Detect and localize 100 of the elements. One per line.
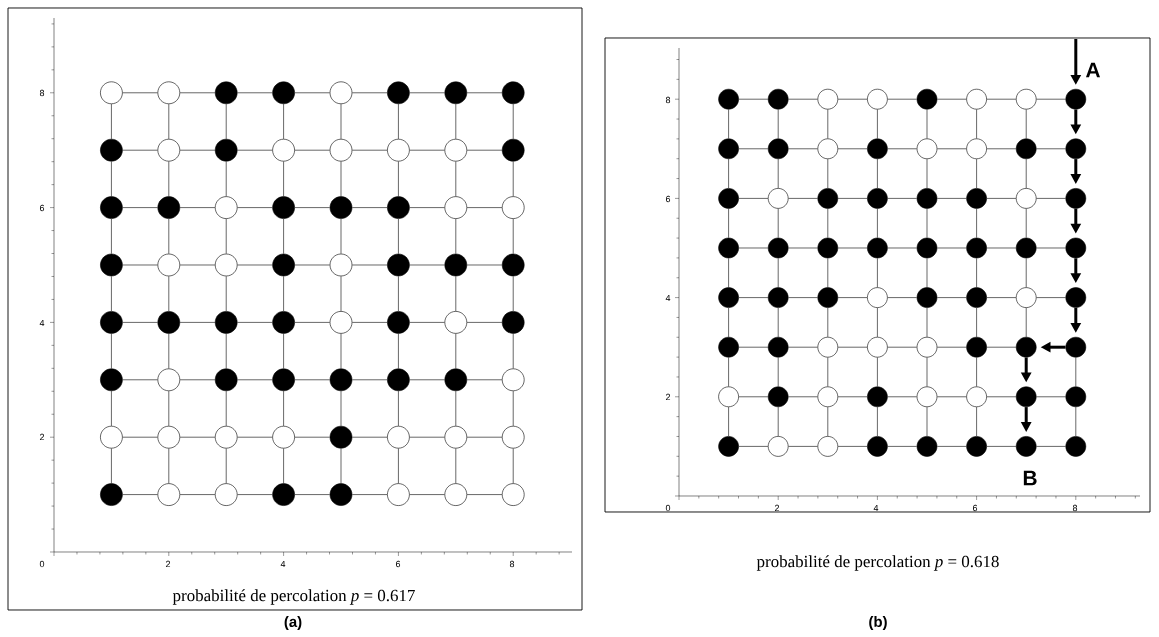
lattice-line [1036, 98, 1066, 100]
lattice-line [122, 264, 158, 266]
lattice-line [237, 207, 273, 208]
filled-site [718, 188, 739, 209]
filled-site [157, 311, 181, 334]
lattice-line [225, 333, 227, 369]
filled-site [444, 81, 468, 105]
lattice-line [877, 307, 878, 338]
filled-site [157, 196, 181, 219]
lattice-line [283, 103, 284, 140]
lattice-line [1036, 446, 1066, 447]
filled-site [214, 81, 238, 105]
open-site [916, 138, 938, 160]
lattice-line [398, 218, 399, 254]
lattice-line [111, 218, 112, 254]
lattice-line [352, 379, 388, 381]
open-site [329, 138, 353, 162]
lattice-line [237, 436, 273, 438]
lattice-line [352, 264, 388, 266]
lattice-line [398, 276, 399, 312]
open-site [157, 425, 181, 449]
lattice-line [937, 446, 967, 447]
open-site [767, 436, 789, 457]
tick-label: 4 [280, 560, 286, 568]
lattice-line [877, 406, 878, 437]
lattice-line [512, 161, 514, 197]
open-site [157, 81, 181, 105]
lattice-line [877, 109, 878, 139]
filled-site [767, 237, 789, 259]
lattice-line [937, 198, 967, 199]
lattice-line [1075, 406, 1077, 437]
lattice-line [827, 109, 829, 139]
tick-label: 0 [39, 560, 45, 568]
lattice-line [409, 149, 445, 151]
filled-site [214, 138, 238, 162]
lattice-line [179, 149, 216, 151]
lattice-line [294, 322, 330, 323]
filled-site [916, 88, 938, 110]
open-site [272, 425, 295, 449]
lattice-line [294, 436, 330, 438]
lattice-line [788, 297, 818, 298]
lattice-line [926, 357, 928, 387]
lattice-line [111, 161, 112, 197]
filled-site [501, 253, 525, 277]
lattice-line [1036, 396, 1066, 398]
filled-site [916, 237, 938, 259]
open-site [966, 88, 987, 110]
lattice-line [837, 446, 868, 447]
lattice-line [837, 98, 868, 100]
lattice-line [122, 436, 158, 438]
lattice-line [283, 333, 284, 369]
lattice-line [926, 258, 928, 288]
lattice-line [976, 158, 977, 189]
lattice-line [887, 346, 917, 348]
lattice-line [926, 158, 928, 189]
lattice-line [986, 148, 1017, 150]
lattice-line [398, 333, 399, 369]
lattice-line [294, 379, 330, 381]
filled-site [916, 436, 938, 457]
filled-site [767, 138, 789, 160]
lattice-line [1036, 148, 1066, 150]
lattice-line [877, 158, 878, 189]
lattice-line [837, 198, 868, 199]
filled-site [1015, 336, 1037, 358]
lattice-line [455, 218, 457, 254]
open-site [718, 386, 739, 408]
filled-site [817, 188, 839, 209]
open-site [214, 196, 238, 219]
lattice-line [887, 98, 917, 100]
tick-label: 6 [395, 560, 401, 568]
lattice-line [926, 208, 928, 238]
lattice-line [788, 446, 818, 447]
open-site [387, 483, 410, 506]
lattice-line [237, 92, 273, 94]
lattice-line [466, 264, 503, 266]
tick-label: 2 [665, 393, 671, 401]
lattice-line [837, 247, 868, 249]
lattice-line [111, 390, 112, 427]
filled-site [329, 483, 353, 506]
tick-label: 8 [509, 560, 515, 568]
open-site [214, 483, 238, 506]
lattice-line [294, 264, 330, 266]
filled-site [718, 436, 739, 457]
lattice-line [827, 258, 829, 288]
lattice-line [455, 103, 457, 140]
open-site [817, 386, 839, 408]
lattice-line [352, 436, 388, 438]
filled-site [272, 196, 295, 219]
lattice-line [340, 161, 342, 197]
lattice-line [827, 357, 829, 387]
lattice-line [168, 103, 170, 140]
lattice-line [409, 92, 445, 94]
open-site [329, 253, 353, 277]
tick-label: 6 [39, 204, 45, 212]
lattice-line [728, 406, 729, 437]
open-site [387, 138, 410, 162]
lattice-line [352, 92, 388, 94]
lattice-line [986, 297, 1017, 298]
filled-site [100, 253, 123, 277]
open-site [501, 196, 525, 219]
